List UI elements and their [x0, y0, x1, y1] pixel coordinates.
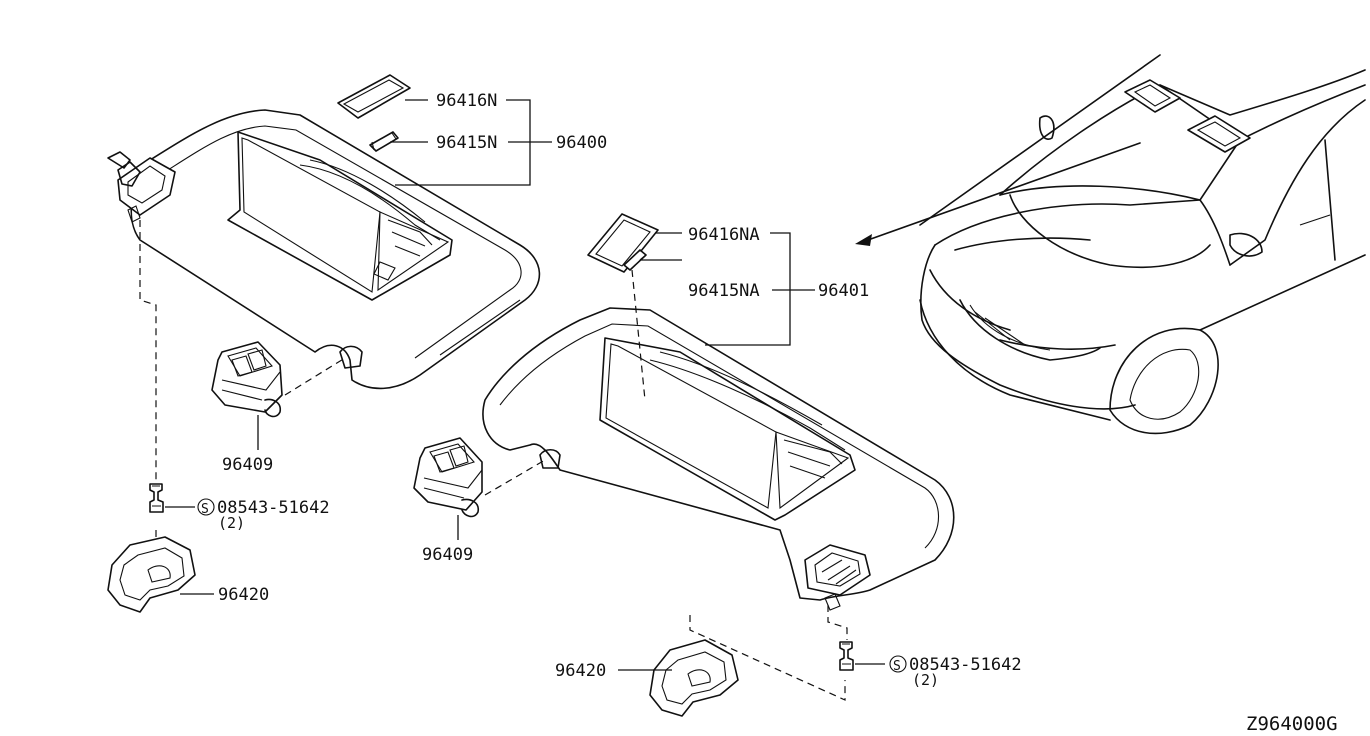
left-lamp-bulb [369, 131, 399, 152]
svg-text:S: S [201, 502, 209, 517]
left-mirror-lid [337, 74, 411, 119]
diagram-code: Z964000G [1246, 713, 1338, 735]
left-holder [211, 341, 283, 450]
label-holder-left: 96409 [222, 455, 273, 475]
right-sun-visor [482, 307, 955, 611]
left-holder-dash [284, 357, 346, 396]
right-top-leaders [631, 232, 815, 401]
label-screw-right-qty: (2) [912, 671, 939, 689]
label-sun-visor-assy-right: 96401 [818, 281, 869, 301]
right-holder-dash [484, 459, 546, 496]
screw-callout-left: S 08543-51642 (2) [197, 498, 330, 532]
label-cover-right: 96420 [555, 661, 606, 681]
screw-callout-right: S 08543-51642 (2) [889, 655, 1022, 689]
right-cover-dash [689, 615, 846, 701]
standard-part-icon [889, 655, 907, 673]
svg-text:S: S [893, 659, 901, 674]
label-cover-left: 96420 [218, 585, 269, 605]
right-mirror-lid [587, 213, 659, 273]
right-holder [413, 437, 483, 540]
label-screw-right: 08543-51642 [909, 655, 1022, 675]
right-screw [839, 641, 885, 671]
label-screw-left-qty: (2) [218, 514, 245, 532]
label-mirror-lid-left: 96416N [436, 91, 497, 111]
label-sun-visor-assy-left: 96400 [556, 133, 607, 153]
left-sun-visor [107, 109, 541, 390]
car-illustration [855, 54, 1366, 435]
left-cover [107, 536, 214, 613]
left-top-leaders [390, 99, 552, 186]
left-screw [149, 483, 195, 513]
right-cover [618, 639, 739, 717]
left-screw-dash [139, 220, 157, 480]
label-lamp-bulb-right: 96415NA [688, 281, 760, 301]
standard-part-icon [197, 498, 215, 516]
label-mirror-lid-right: 96416NA [688, 225, 760, 245]
label-screw-left: 08543-51642 [217, 498, 330, 518]
label-holder-right: 96409 [422, 545, 473, 565]
right-screw-dash [827, 605, 848, 640]
label-lamp-bulb-left: 96415N [436, 133, 497, 153]
